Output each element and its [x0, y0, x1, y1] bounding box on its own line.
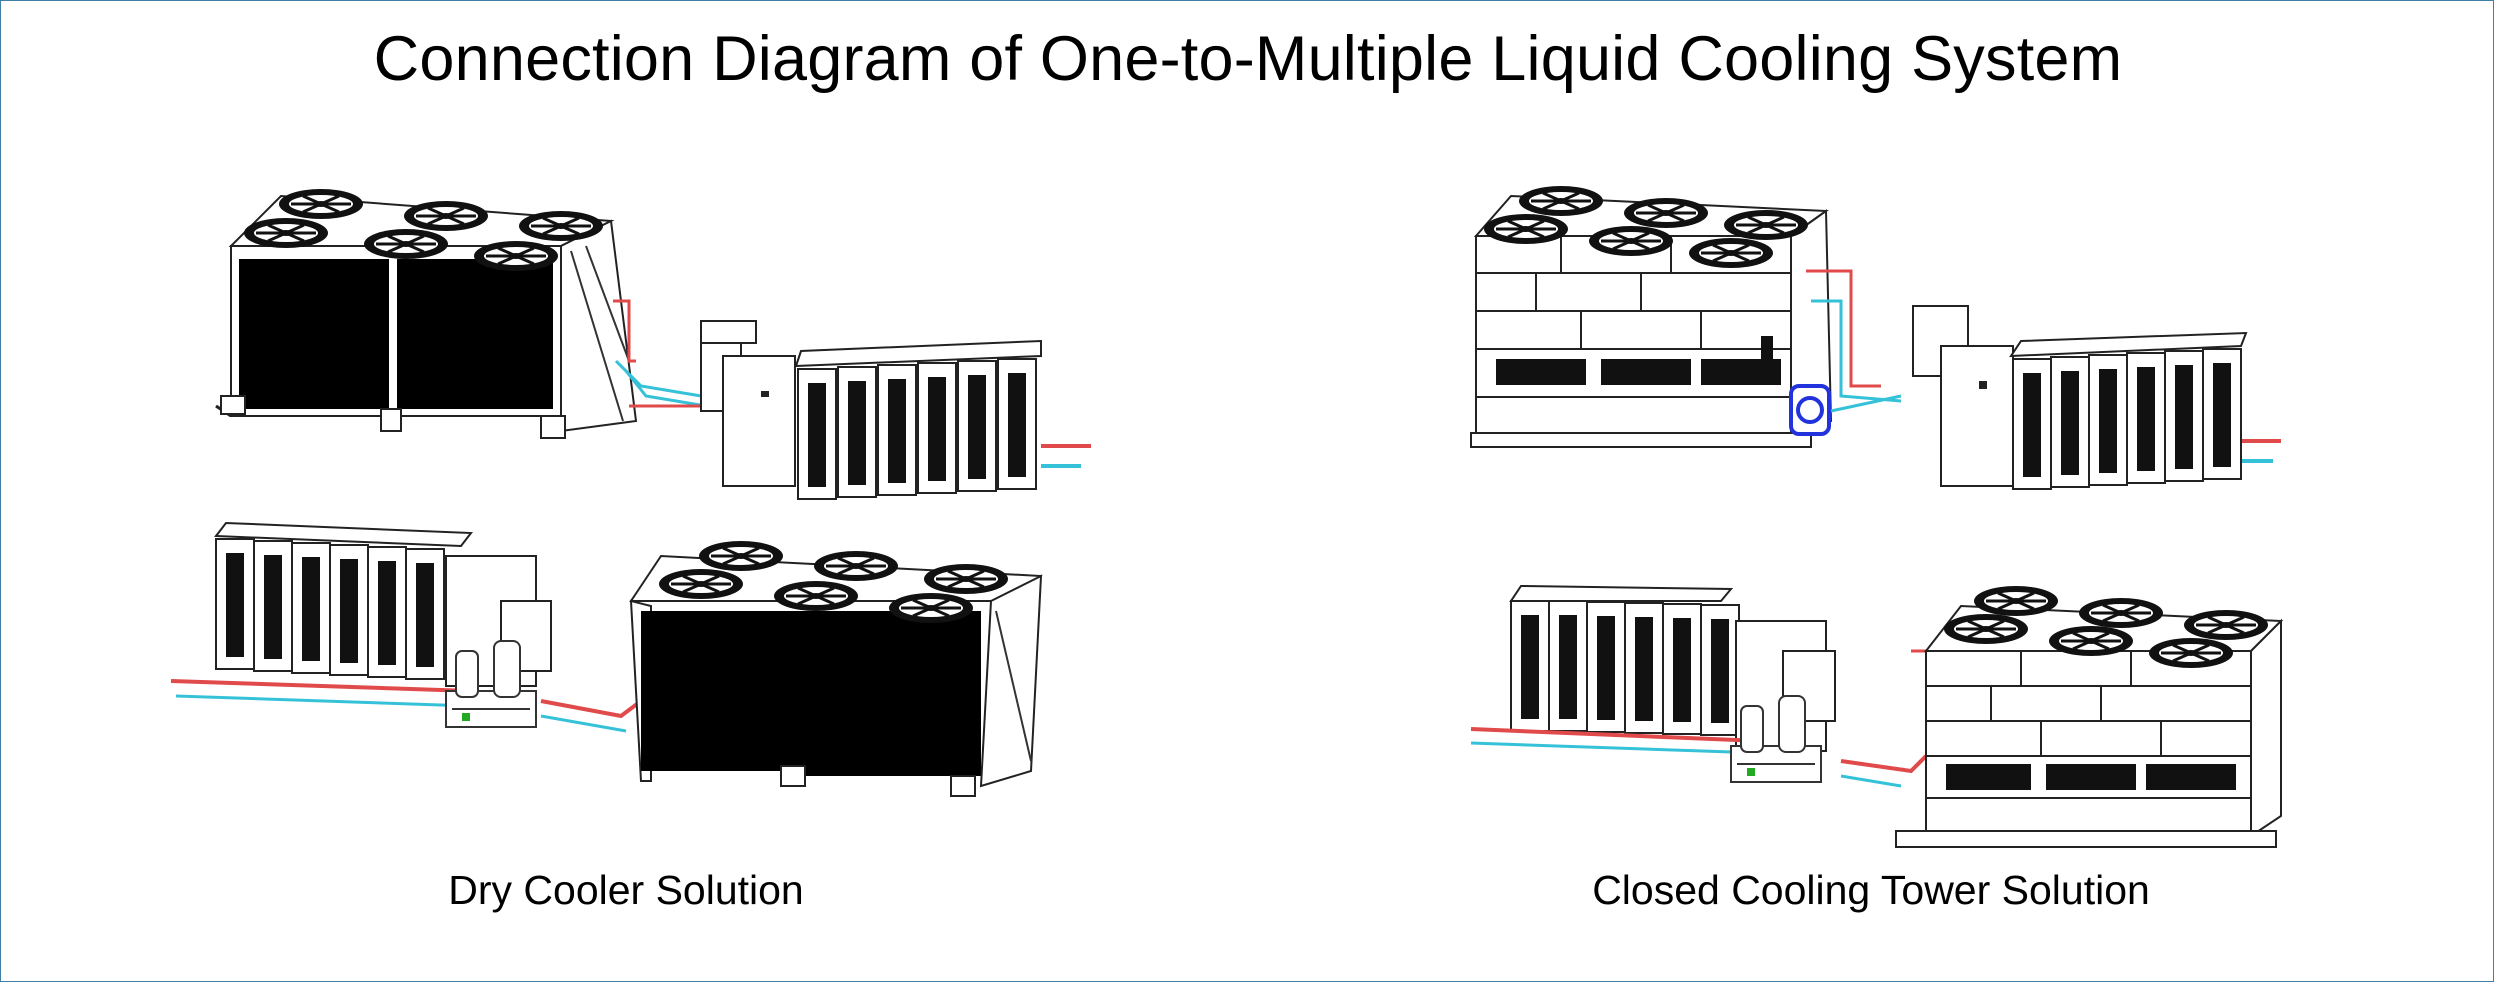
rack-row-top-right: [2009, 331, 2248, 490]
cdu-unit-top-left: [700, 320, 796, 487]
dry-cooler-unit-bottom: [629, 539, 1043, 797]
pipes-bottom-left: [170, 679, 643, 733]
pipes-top-right: [1806, 269, 2281, 463]
closed-cooling-tower-solution-caption: Closed Cooling Tower Solution: [1592, 867, 2150, 913]
cdu-unit-top-right: [1912, 305, 2014, 487]
cooling-tower-unit-top: [1470, 184, 1833, 448]
dry-cooler-unit-top: [215, 187, 638, 439]
pipes-bottom-right: [1470, 649, 1933, 788]
pipes-top-left: [613, 299, 1091, 468]
page-title: Connection Diagram of One-to-Multiple Li…: [373, 24, 2123, 94]
dry-cooler-solution-caption: Dry Cooler Solution: [448, 867, 804, 913]
circulation-pump-top-right: [1761, 336, 1831, 436]
rack-row-top-left: [794, 339, 1042, 500]
cooling-tower-unit-bottom: [1895, 584, 2284, 848]
